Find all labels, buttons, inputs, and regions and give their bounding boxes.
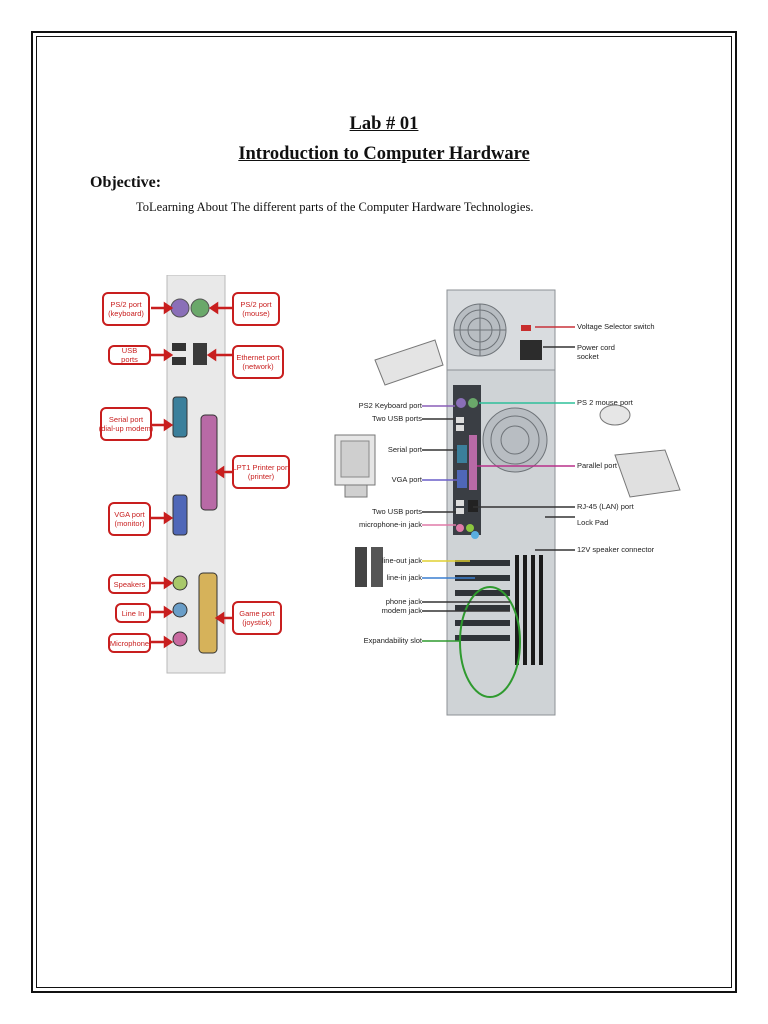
document-title: Introduction to Computer Hardware (238, 144, 530, 164)
label-ps2-mouse: PS/2 port (mouse) (232, 292, 280, 326)
label-phone-jack: phone jack (385, 597, 422, 606)
label-microphone-jack: microphone-in jack (359, 520, 422, 529)
page-border-outer (31, 31, 737, 993)
label-usb-ports: USB ports (108, 345, 151, 365)
page-border-inner (36, 36, 732, 988)
label-ps2-keyboard-port: PS2 Keyboard port (358, 401, 422, 410)
label-lock-pad: Lock Pad (577, 518, 609, 527)
label-modem-jack: modem jack (381, 606, 422, 615)
label-ps2-keyboard: PS/2 port (keyboard) (102, 292, 150, 326)
objective-heading: Objective: (90, 174, 162, 191)
label-power-cord-socket: Power cord socket (577, 343, 615, 361)
label-rj45-port: RJ-45 (LAN) port (577, 502, 634, 511)
label-two-usb-ports-1: Two USB ports (371, 414, 422, 423)
io-panel-figure: PS/2 port (keyboard) PS/2 port (mouse) U… (99, 275, 295, 675)
label-line-in-jack: line-in jack (386, 573, 422, 582)
label-serial-port: Serial port (387, 445, 422, 454)
label-vga-port: VGA port (monitor) (108, 502, 151, 536)
label-line-out-jack: line-out jack (381, 556, 422, 565)
label-line-in: Line In (115, 603, 151, 623)
label-microphone: Microphone (108, 633, 151, 653)
label-ethernet-port: Ethernet port (network) (232, 345, 284, 379)
tower-drawing (334, 289, 681, 716)
label-vga-port: VGA port (391, 475, 422, 484)
label-game-port: Game port (joystick) (232, 601, 282, 635)
label-parallel-port: Parallel port (577, 461, 618, 470)
label-speaker-connector: 12V speaker connector (577, 545, 655, 554)
label-voltage-selector: Voltage Selector switch (577, 322, 655, 331)
label-ps2-mouse-port: PS 2 mouse port (577, 398, 633, 407)
lab-number-heading: Lab # 01 (349, 114, 419, 134)
label-expandability-slot: Expandability slot (363, 636, 422, 645)
label-two-usb-ports-2: Two USB ports (371, 507, 422, 516)
label-lpt1-port: LPT1 Printer port (printer) (232, 455, 290, 489)
label-speakers: Speakers (108, 574, 151, 594)
objective-text: ToLearning About The different parts of … (136, 200, 534, 214)
label-serial-port: Serial port (dial-up modem) (99, 407, 153, 441)
tower-back-figure: Voltage Selector switch Power cord socke… (325, 285, 685, 720)
io-panel-drawing (151, 275, 233, 674)
